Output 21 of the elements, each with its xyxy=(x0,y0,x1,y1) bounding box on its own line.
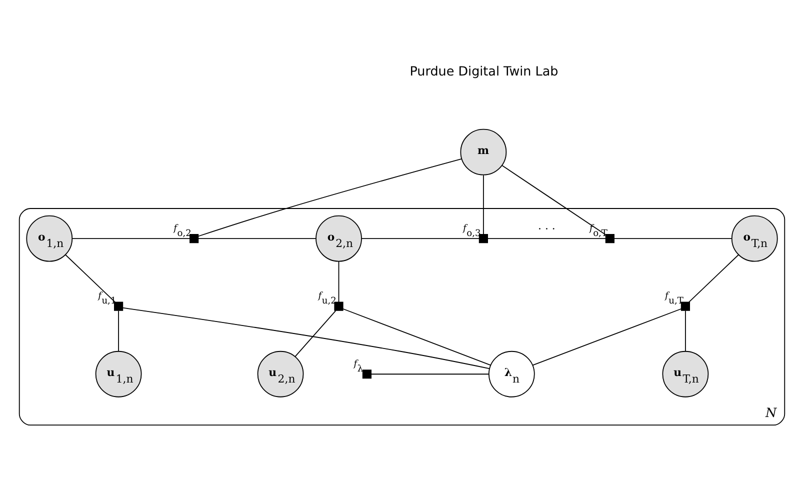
connector xyxy=(198,158,462,236)
node-box xyxy=(114,301,124,310)
label: Purdue Digital Twin Lab xyxy=(410,64,558,79)
connector xyxy=(482,174,484,234)
connector xyxy=(338,260,340,302)
connector xyxy=(685,310,686,352)
node-box xyxy=(190,233,199,243)
connector xyxy=(294,310,336,356)
node-circle: m xyxy=(460,128,507,175)
connector xyxy=(370,373,490,374)
connector xyxy=(342,308,492,366)
node-box xyxy=(478,233,488,243)
connector xyxy=(688,254,740,302)
connector xyxy=(64,254,116,302)
node-box xyxy=(334,301,344,310)
connector xyxy=(122,306,490,368)
edge-label: · · · xyxy=(538,222,556,236)
node-box xyxy=(362,369,372,378)
connector xyxy=(118,310,119,352)
connector xyxy=(502,164,606,235)
connector xyxy=(532,308,682,366)
